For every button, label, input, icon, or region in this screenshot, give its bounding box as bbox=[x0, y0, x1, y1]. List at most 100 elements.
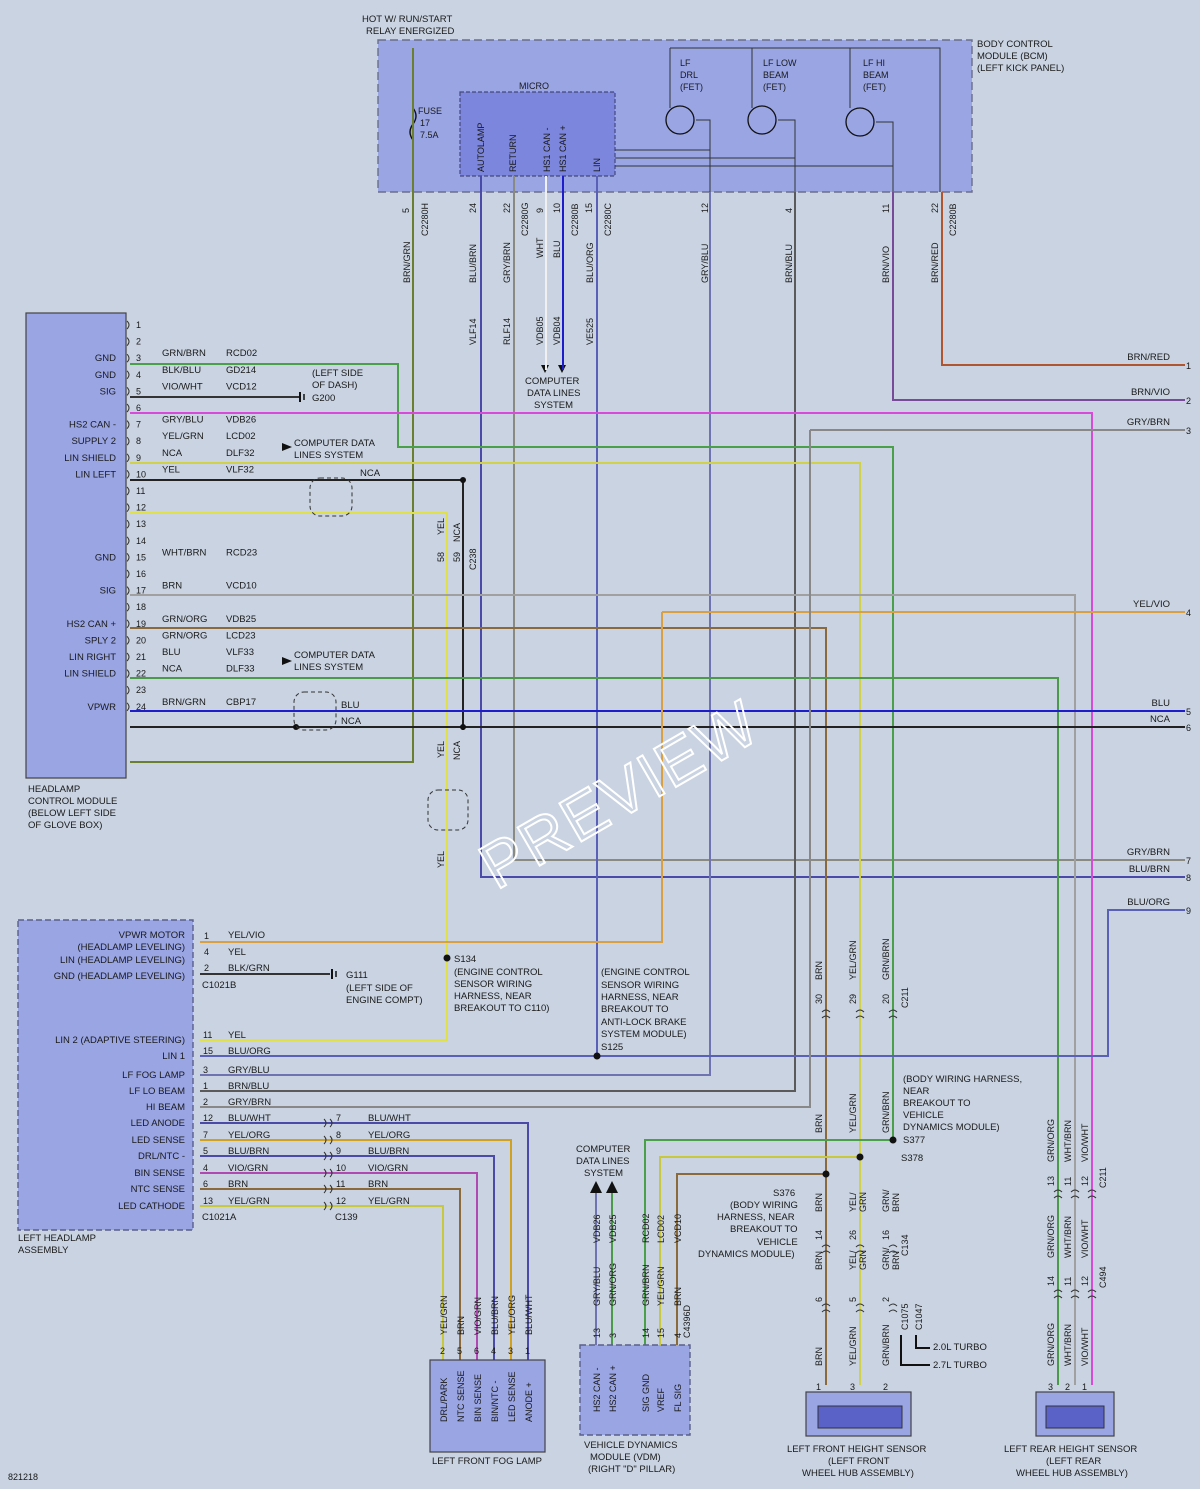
arrow-right-icon bbox=[282, 443, 292, 451]
pin-tick-icon bbox=[126, 503, 130, 512]
conn-c4396d: C4396D bbox=[682, 1304, 692, 1338]
hcm-wire-color-24: BRN/GRN bbox=[162, 697, 206, 708]
s376-note-4: VEHICLE bbox=[757, 1237, 798, 1248]
conn-c2280b: C2280B bbox=[570, 203, 580, 236]
fog-label-2: BIN SENSE bbox=[473, 1374, 483, 1422]
offpage-color-6: NCA bbox=[1150, 714, 1171, 725]
fog-wire-5: BLU/WHT bbox=[524, 1294, 534, 1335]
lrhs-wire-mid-1: WHT/BRN bbox=[1063, 1216, 1073, 1258]
lrhs-name-3: WHEEL HUB ASSEMBLY) bbox=[1016, 1468, 1128, 1479]
offpage-color-7: GRY/BRN bbox=[1127, 847, 1170, 858]
ground-g111-icon bbox=[200, 969, 337, 979]
lfhs-wire-mid-0: BRN bbox=[814, 1114, 824, 1133]
fog-label-5: ANODE + bbox=[524, 1382, 534, 1422]
pin-tick-icon bbox=[126, 470, 130, 479]
bcm-pin-15: 15 bbox=[584, 203, 594, 213]
lrhs-pin-0: 3 bbox=[1048, 1382, 1053, 1392]
connector-icon bbox=[323, 1201, 333, 1211]
hcm-wire-circuit-3: RCD02 bbox=[226, 348, 257, 359]
bcm-pin-22: 22 bbox=[502, 203, 512, 213]
s125-note-1: (ENGINE CONTROL bbox=[601, 967, 690, 978]
lha-wire-6: YEL/ORG bbox=[228, 1130, 270, 1141]
splice-s376 bbox=[822, 1170, 830, 1178]
lrhs-sensor-icon bbox=[1045, 1405, 1105, 1429]
pin-tick-icon bbox=[126, 353, 130, 363]
hcm-pin-24: 24 bbox=[136, 702, 146, 712]
arrow-up-icon-2 bbox=[606, 1181, 618, 1193]
conn-c211: C211 bbox=[900, 987, 910, 1008]
wire-blu-org-9 bbox=[200, 909, 1185, 1057]
connector-icon bbox=[1087, 1189, 1097, 1199]
wire-brn-red bbox=[941, 192, 1185, 366]
hcm-wire-color-19: GRN/ORG bbox=[162, 614, 207, 625]
pin-tick-icon bbox=[126, 403, 130, 413]
wire-turbo-20 bbox=[915, 1335, 930, 1349]
c139-wire-8: YEL/ORG bbox=[368, 1130, 410, 1141]
lha-wire-0: YEL bbox=[228, 1030, 246, 1041]
c139-pin-9: 9 bbox=[336, 1146, 341, 1156]
s376-label: S376 bbox=[773, 1188, 795, 1199]
c139-wire-9: BLU/BRN bbox=[368, 1146, 409, 1157]
pin-tick-icon bbox=[126, 387, 130, 396]
s376-note-2: HARNESS, NEAR bbox=[717, 1212, 795, 1223]
circuit-vlf14: VLF14 bbox=[468, 318, 478, 345]
s125-note-5: ANTI-LOCK BRAKE bbox=[601, 1017, 687, 1028]
bcm-name-1: BODY CONTROL bbox=[977, 39, 1053, 50]
hcm-wire-circuit-5: VCD12 bbox=[226, 381, 257, 392]
vdm-pin-2: 14 bbox=[641, 1328, 651, 1338]
lha-label-10: LED CATHODE bbox=[118, 1201, 185, 1212]
wire-blu-wht bbox=[200, 1122, 529, 1360]
hcm-pin-12: 12 bbox=[136, 503, 146, 513]
lfhs-wire-bot-0: BRN bbox=[814, 1347, 824, 1366]
fuse-label: FUSE bbox=[418, 106, 442, 116]
hcm-pin-11: 11 bbox=[136, 486, 145, 496]
hcm-wire-circuit-17: VCD10 bbox=[226, 581, 257, 592]
offpage-num-7: 7 bbox=[1186, 856, 1191, 866]
offpage-num-5: 5 bbox=[1186, 707, 1191, 717]
pin-tick-icon bbox=[126, 320, 130, 330]
vdm-box bbox=[579, 1344, 691, 1436]
lha-label-3: LF LO BEAM bbox=[129, 1086, 185, 1097]
hcm-pin-16: 16 bbox=[136, 569, 146, 579]
vdm-label-0: HS2 CAN - bbox=[592, 1367, 602, 1412]
pin-tick-icon bbox=[126, 436, 130, 446]
connector-icon bbox=[888, 1244, 898, 1254]
lfhs-c134-pin-2: 16 bbox=[881, 1230, 891, 1240]
arrow-up-icon bbox=[590, 1181, 602, 1193]
bcm-pin-5: 5 bbox=[401, 208, 411, 213]
fet-low-beam: LF LOW BEAM (FET) bbox=[747, 58, 797, 135]
shield-left-icon bbox=[309, 477, 353, 517]
hcm-wire-color-21: BLU bbox=[162, 647, 181, 658]
lha-wire-5: BLU/WHT bbox=[228, 1113, 271, 1124]
connector-icon bbox=[323, 1168, 333, 1178]
bcm-name-3: (LEFT KICK PANEL) bbox=[977, 63, 1064, 74]
lfhs-pin-1: 3 bbox=[850, 1382, 855, 1392]
wire-vio-grn bbox=[200, 1172, 478, 1360]
wire-vdm-brn bbox=[676, 1173, 826, 1345]
micro-pin-hs1-can-plus: HS1 CAN + bbox=[558, 125, 568, 172]
lrhs-wire-bot-2: VIO/WHT bbox=[1080, 1327, 1090, 1366]
c238-pin-58: 58 bbox=[436, 552, 446, 562]
circuit-rlf14: RLF14 bbox=[502, 318, 512, 345]
hcm-label-21: LIN RIGHT bbox=[69, 652, 116, 663]
connector-icon bbox=[323, 1118, 333, 1128]
hcm-pin-2: 2 bbox=[136, 337, 141, 347]
bcm-wire-blu-org: BLU/ORG bbox=[585, 242, 595, 283]
lrhs-pin-2: 1 bbox=[1082, 1382, 1087, 1392]
fog-wire-1: BRN bbox=[456, 1316, 466, 1335]
hcm-wire-color-4: BLK/BLU bbox=[162, 365, 201, 376]
s378-label: S378 bbox=[901, 1153, 923, 1164]
lha-wire-7: BLU/BRN bbox=[228, 1146, 269, 1157]
vdm-name-1: VEHICLE DYNAMICS bbox=[584, 1440, 677, 1451]
wire-vio-wht bbox=[130, 412, 1093, 1385]
s134-note-4: BREAKOUT TO C110) bbox=[454, 1003, 549, 1014]
lrhs-name-1: LEFT REAR HEIGHT SENSOR bbox=[1004, 1444, 1137, 1455]
s134-note-3: HARNESS, NEAR bbox=[454, 991, 532, 1002]
lfhs-c211-pin-1: 29 bbox=[848, 994, 858, 1004]
conn-lr-c211: C211 bbox=[1098, 1167, 1108, 1188]
s134-note-2: SENSOR WIRING bbox=[454, 979, 532, 990]
splice-s134 bbox=[443, 954, 451, 962]
vdm-label-1: HS2 CAN + bbox=[608, 1365, 618, 1412]
lfhs-name-3: WHEEL HUB ASSEMBLY) bbox=[802, 1468, 914, 1479]
s376-note: S376 (BODY WIRING HARNESS, NEAR BREAKOUT… bbox=[698, 1188, 798, 1260]
